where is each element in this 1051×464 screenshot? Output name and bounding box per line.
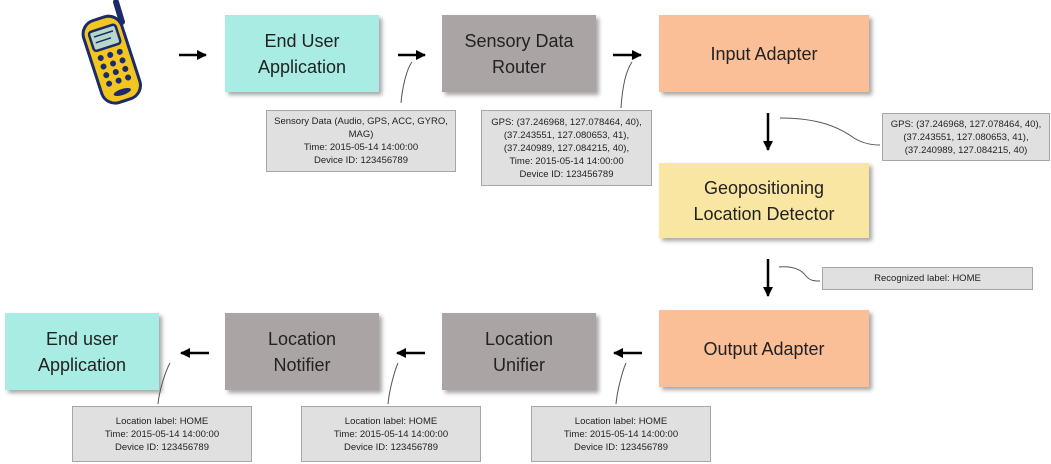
end-user-application-top: End User Application [225, 15, 379, 92]
note-location-notifier: Location label: HOME Time: 2015-05-14 14… [72, 406, 252, 462]
note-location-unifier: Location label: HOME Time: 2015-05-14 14… [301, 406, 481, 462]
sensory-data-router: Sensory Data Router [442, 15, 596, 92]
mobile-phone-icon [81, 0, 142, 105]
callout-loc-notifier [157, 362, 171, 405]
callout-gps-router [620, 61, 633, 109]
callout-loc-unifier [387, 362, 399, 405]
location-unifier: Location Unifier [442, 313, 596, 390]
note-gps-adapter: GPS: (37.246968, 127.078464, 40), (37.24… [882, 113, 1050, 161]
location-notifier: Location Notifier [225, 313, 379, 390]
note-location-output: Location label: HOME Time: 2015-05-14 14… [531, 406, 711, 462]
end-user-application-bottom: End user Application [5, 313, 159, 390]
callout-gps-adapter [779, 117, 881, 146]
output-adapter: Output Adapter [659, 310, 869, 387]
input-adapter: Input Adapter [659, 15, 869, 92]
callout-recognized [778, 266, 821, 282]
note-sensory-data: Sensory Data (Audio, GPS, ACC, GYRO, MAG… [266, 110, 456, 172]
callout-sensory [400, 61, 413, 104]
note-gps-router: GPS: (37.246968, 127.078464, 40), (37.24… [481, 110, 652, 186]
note-recognized-label: Recognized label: HOME [822, 267, 1033, 290]
callout-loc-output [615, 362, 627, 405]
geopositioning-location-detector: Geopositioning Location Detector [659, 163, 869, 238]
